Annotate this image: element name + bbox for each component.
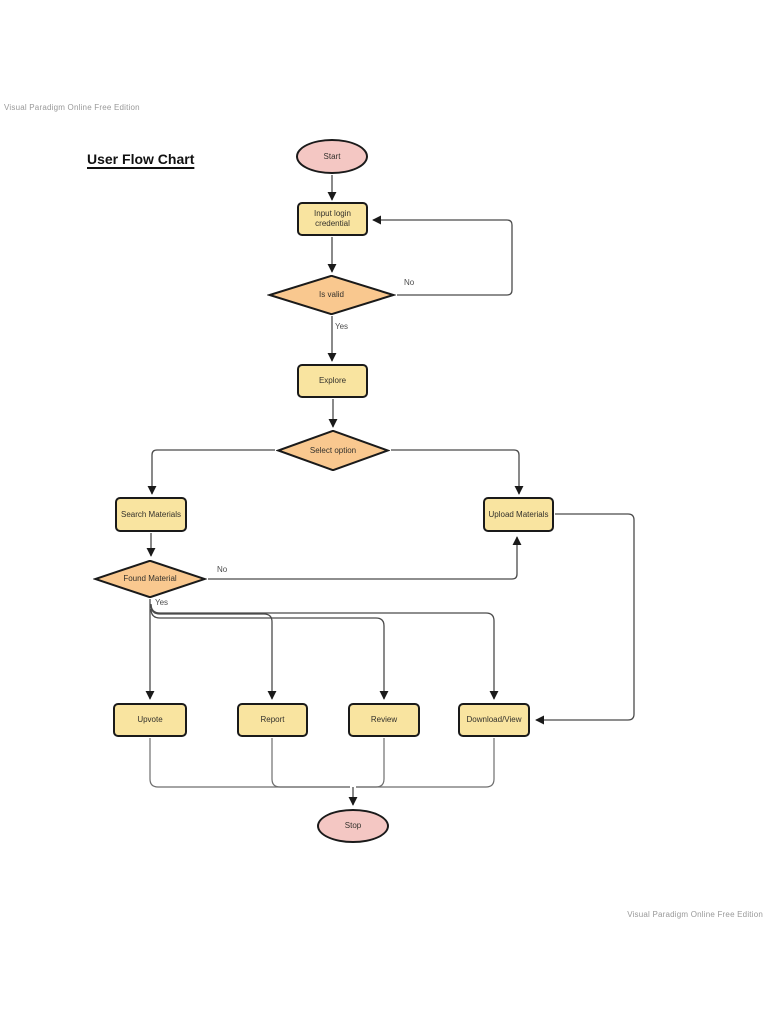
node-is-valid-label: Is valid <box>319 290 344 299</box>
node-upvote: Upvote <box>113 703 187 737</box>
edge-upload-to-download-loop <box>535 513 635 725</box>
node-upvote-label: Upvote <box>137 715 163 724</box>
node-review-label: Review <box>370 715 398 724</box>
node-start: Start <box>296 139 368 174</box>
node-input-login-credential-label: Input login credential <box>314 209 351 228</box>
node-download-view-label: Download/View <box>466 715 522 724</box>
node-select-option-label: Select option <box>309 445 357 455</box>
node-report: Report <box>237 703 308 737</box>
diamond-shape <box>93 560 207 598</box>
node-download-view: Download/View <box>458 703 530 737</box>
edge-label-found-no: No <box>217 565 228 574</box>
node-found-material: Found Material <box>93 560 207 598</box>
node-explore: Explore <box>297 364 368 398</box>
node-found-material-label: Found Material <box>123 574 177 583</box>
node-explore-label: Explore <box>318 376 347 385</box>
watermark-top-left: Visual Paradigm Online Free Edition <box>4 103 140 112</box>
diamond-shape <box>276 430 390 471</box>
node-start-label: Start <box>323 151 341 161</box>
node-upload-materials: Upload Materials <box>483 497 554 532</box>
edge-select-to-search <box>147 449 275 495</box>
node-report-label: Report <box>260 715 285 724</box>
node-search-materials-label: Search Materials <box>120 509 182 519</box>
edge-found-yes-to-download <box>150 603 499 700</box>
edge-label-isvalid-no: No <box>404 278 415 287</box>
node-stop-label: Stop <box>344 821 362 830</box>
node-search-materials: Search Materials <box>115 497 187 532</box>
diamond-shape <box>267 275 396 315</box>
edge-isvalid-no-loop <box>372 215 513 296</box>
node-select-option: Select option <box>276 430 390 471</box>
watermark-bottom-right: Visual Paradigm Online Free Edition <box>627 910 763 919</box>
node-input-login-credential: Input login credential <box>297 202 368 236</box>
edge-label-found-yes: Yes <box>155 598 169 607</box>
node-is-valid: Is valid <box>267 275 396 315</box>
edge-upvote-to-merge <box>149 738 350 788</box>
edge-label-isvalid-yes: Yes <box>335 322 349 331</box>
node-stop: Stop <box>317 809 389 843</box>
edge-found-yes-to-review <box>150 608 389 700</box>
edge-found-yes-to-report <box>150 604 277 700</box>
edge-report-to-merge <box>271 738 350 788</box>
edge-download-to-merge <box>356 738 495 788</box>
page-title: User Flow Chart <box>87 151 195 167</box>
edge-review-to-merge <box>356 738 385 788</box>
node-review: Review <box>348 703 420 737</box>
edge-found-no-to-upload <box>208 536 522 580</box>
edge-select-to-upload <box>391 449 524 495</box>
node-upload-materials-label: Upload Materials <box>488 509 549 519</box>
